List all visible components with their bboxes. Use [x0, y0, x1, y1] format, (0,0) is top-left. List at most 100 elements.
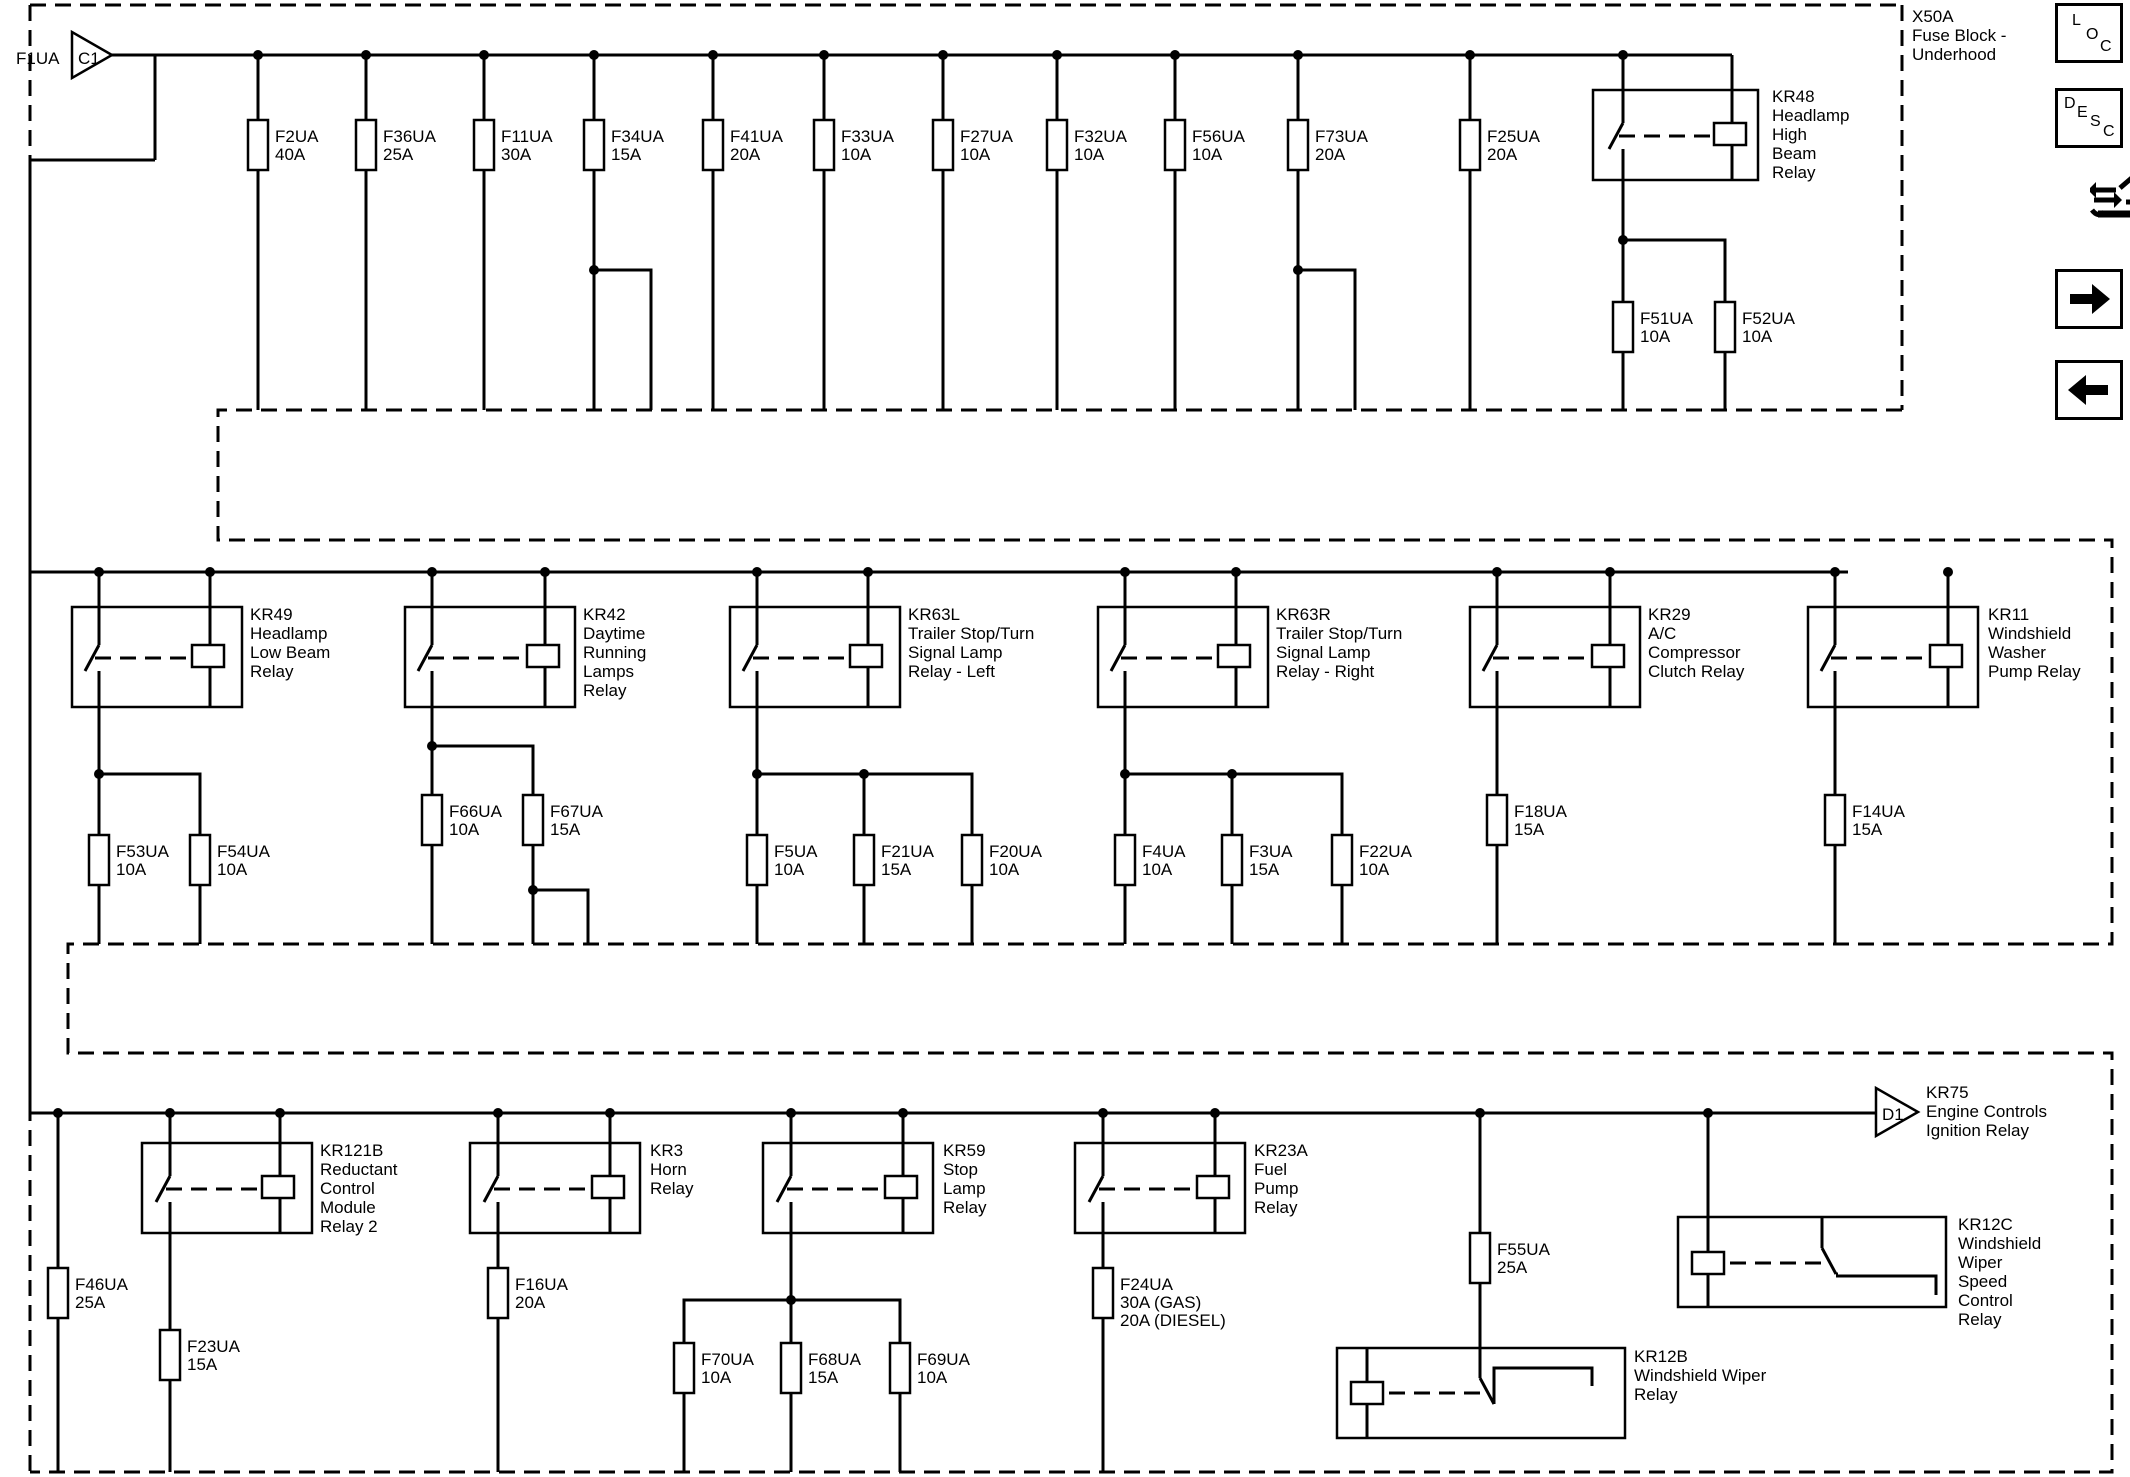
relay-coil [1195, 1174, 1231, 1200]
relay-desc: Daytime [583, 624, 645, 643]
fuse-f33ua [812, 118, 836, 172]
fuse-name: F46UA [75, 1275, 129, 1294]
splice-dot [1293, 265, 1303, 275]
relay-id: KR59 [943, 1141, 986, 1160]
splice-dot [427, 741, 437, 751]
relay-desc: Module [320, 1198, 376, 1217]
desc-letter-s: S [2090, 113, 2101, 130]
relay-kr63r [1096, 605, 1270, 709]
fuse-name: F70UA [701, 1350, 755, 1369]
relay-kr29 [1468, 605, 1642, 709]
loc-letter-o: O [2086, 26, 2099, 43]
fuse-rating: 10A [841, 145, 872, 164]
relay-coil [1712, 121, 1748, 147]
fuse-f52ua [1713, 300, 1737, 354]
relay-coil [190, 643, 226, 669]
relay-desc: Lamps [583, 662, 634, 681]
fuse-f24ua [1091, 1266, 1115, 1320]
relay-kr63l [728, 605, 902, 709]
fuse-name: F67UA [550, 802, 604, 821]
fuse-rating: 20A [1315, 145, 1346, 164]
splice-dot [1618, 235, 1628, 245]
fuse-f68ua [779, 1341, 803, 1395]
fuse-name: F22UA [1359, 842, 1413, 861]
fuse-name: F16UA [515, 1275, 569, 1294]
block-name: X50A [1912, 7, 1954, 26]
relay-desc: Running [583, 643, 646, 662]
fuse-rating: 25A [383, 145, 414, 164]
fuse-rating: 25A [75, 1293, 106, 1312]
relay-kr42 [403, 605, 577, 709]
fuse-name: F4UA [1142, 842, 1186, 861]
fuse-rating-alt: 20A (DIESEL) [1120, 1311, 1226, 1330]
splice-dot [1465, 50, 1475, 60]
connector-harness-button[interactable] [2088, 168, 2130, 236]
fuse-rating: 10A [1074, 145, 1105, 164]
relay-coil [260, 1174, 296, 1200]
relay-desc: A/C [1648, 624, 1676, 643]
relay-desc: Relay [1254, 1198, 1298, 1217]
relay-desc: Beam [1772, 144, 1816, 163]
next-arrow-icon [2070, 284, 2110, 314]
relay-desc: Windshield [1988, 624, 2071, 643]
source-name: F1UA [16, 49, 60, 68]
next-page-button[interactable] [2055, 269, 2123, 329]
fuse-f66ua [420, 793, 444, 847]
relay-desc: Relay - Left [908, 662, 995, 681]
splice-dot [479, 50, 489, 60]
relay-coil [1928, 643, 1964, 669]
relay-coil [1690, 1250, 1726, 1276]
fuse-name: F11UA [501, 127, 553, 146]
relay-desc: Relay [583, 681, 627, 700]
relay-desc: Fuel [1254, 1160, 1287, 1179]
block-outline [30, 408, 2114, 1474]
fuse-name: F24UA [1120, 1275, 1174, 1294]
fuse-f23ua [158, 1328, 182, 1382]
switch-blade [1087, 1175, 1105, 1203]
fuse-name: F25UA [1487, 127, 1541, 146]
desc-letter-e: E [2077, 104, 2088, 121]
fuse-f55ua [1468, 1231, 1492, 1285]
branch-wire [594, 268, 653, 410]
loc-button[interactable]: L O C [2055, 3, 2123, 63]
desc-button[interactable]: D E S C [2055, 88, 2123, 148]
fuse-name: F5UA [774, 842, 818, 861]
previous-page-button[interactable] [2055, 360, 2123, 420]
fuse-rating: 40A [275, 145, 306, 164]
switch-blade [775, 1175, 793, 1203]
fuse-f51ua [1611, 300, 1635, 354]
splice-dot [1293, 50, 1303, 60]
relay-desc: Relay [1772, 163, 1816, 182]
relay-coil [590, 1174, 626, 1200]
fuse-f21ua [852, 833, 876, 887]
splice-dot [1170, 50, 1180, 60]
switch-blade [482, 1175, 500, 1203]
relay-desc: Relay [1958, 1310, 2002, 1329]
relay-desc: Trailer Stop/Turn [1276, 624, 1402, 643]
fuse-name: F55UA [1497, 1240, 1551, 1259]
fuse-rating: 10A [1742, 327, 1773, 346]
fuse-name: F66UA [449, 802, 503, 821]
fuse-f67ua [521, 793, 545, 847]
splice-dot [1227, 769, 1237, 779]
output-connector-label: D1 [1882, 1105, 1904, 1124]
fuse-f69ua [888, 1341, 912, 1395]
fuse-name: F23UA [187, 1337, 241, 1356]
fuse-name: F53UA [116, 842, 170, 861]
fuse-rating: 20A [1487, 145, 1518, 164]
relay-kr11 [1806, 605, 1980, 709]
relay-desc: Clutch Relay [1648, 662, 1745, 681]
switch-blade [1478, 1377, 1496, 1405]
fuse-name: F36UA [383, 127, 437, 146]
output-desc: Engine Controls [1926, 1102, 2047, 1121]
splice-dot [708, 50, 718, 60]
relay-id: KR29 [1648, 605, 1691, 624]
block-desc: Fuse Block - [1912, 26, 2006, 45]
output-desc: Ignition Relay [1926, 1121, 2030, 1140]
relay-desc: Reductant [320, 1160, 398, 1179]
fuse-rating: 10A [1359, 860, 1390, 879]
relay-desc: Lamp [943, 1179, 986, 1198]
fuse-f11ua [472, 118, 496, 172]
splice-dot [1120, 769, 1130, 779]
relay-desc: Signal Lamp [1276, 643, 1371, 662]
